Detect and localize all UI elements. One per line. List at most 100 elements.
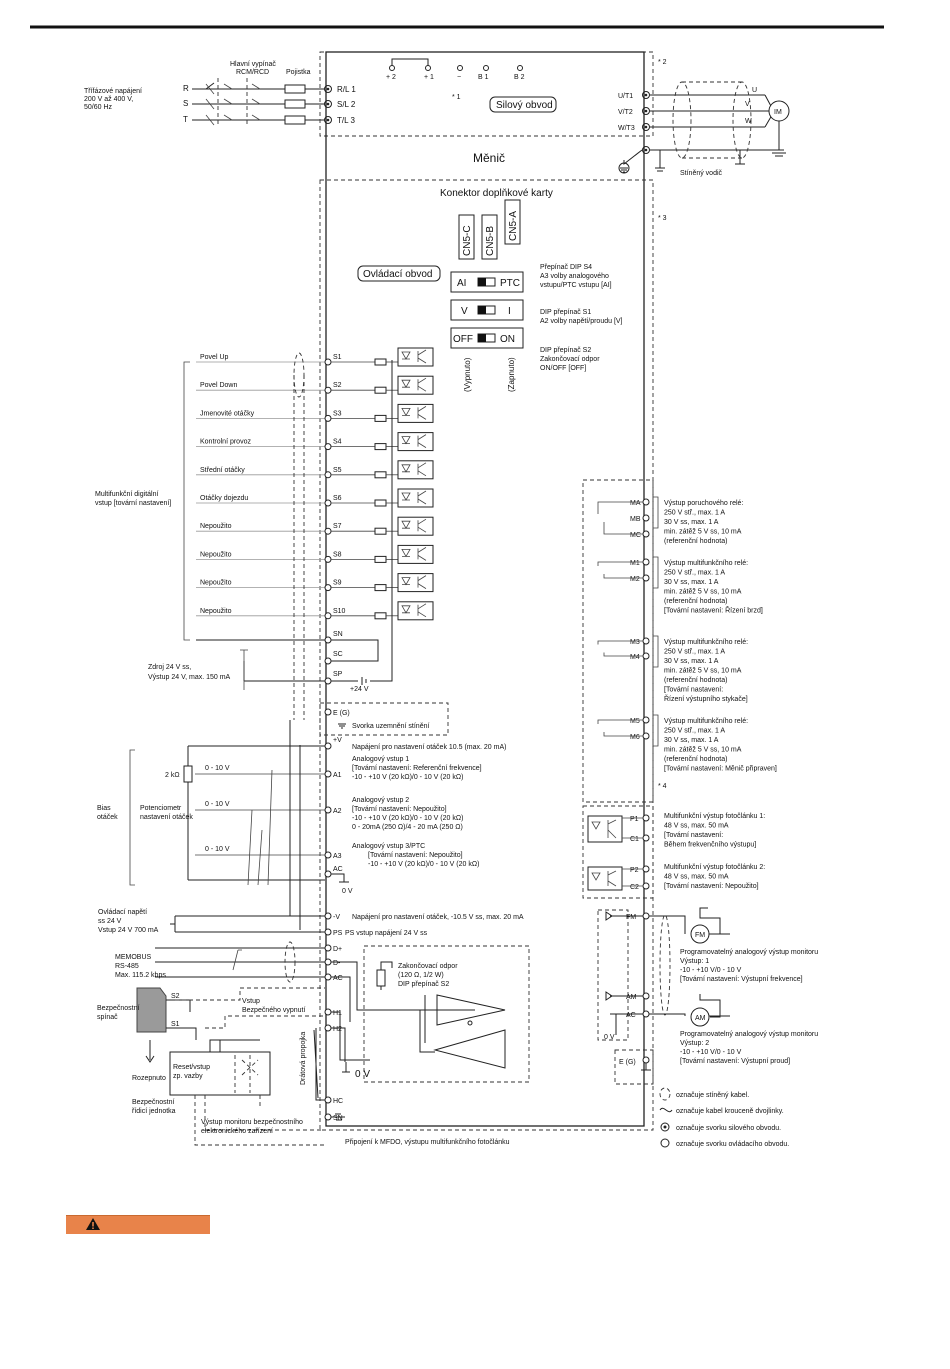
dip-s1-desc-2: A2 volby napětí/proudu [V] <box>540 318 623 325</box>
terminal-s5: S5 <box>333 467 342 474</box>
relay-1-line-4: min. zátěž 5 V ss, 10 mA <box>664 529 742 536</box>
am-line-3: -10 - +10 V/0 - 10 V <box>680 1049 742 1056</box>
safety-switch-icon <box>136 987 167 1033</box>
drive-title: Měnič <box>473 151 505 165</box>
bus-b1: B 1 <box>478 74 489 81</box>
a1-line-3: -10 - +10 V (20 kΩ)/0 - 10 V (20 kΩ) <box>352 774 463 781</box>
terminal-s10: S10 <box>333 608 346 615</box>
dip-s1-desc-1: DIP přepínač S1 <box>540 309 591 316</box>
legend-twisted-icon <box>659 1107 673 1113</box>
terminal-s1: S1 <box>333 354 342 361</box>
terminal-sl2: S/L 2 <box>337 100 356 109</box>
supply-label-3: 50/60 Hz <box>84 104 113 111</box>
relay-3-line-2: 250 V stř., max. 1 A <box>664 649 725 656</box>
relay-1-line-5: (referenční hodnota) <box>664 538 727 545</box>
digital-terminal-4 <box>324 443 332 451</box>
digital-terminal-10 <box>324 612 332 620</box>
svg-text:V: V <box>461 306 468 317</box>
meter-am: AM <box>695 1015 706 1022</box>
fuse-t <box>284 115 306 125</box>
relay-4-line-4: min. zátěž 5 V ss, 10 mA <box>664 747 742 754</box>
terminal-wt3: W/T3 <box>618 125 635 132</box>
digital-terminal-6 <box>324 499 332 507</box>
dip-on-label: (Zapnuto) <box>507 357 516 392</box>
digital-input-label-2: Povel Down <box>200 382 237 389</box>
control-circuit-label: Ovládací obvod <box>363 269 433 280</box>
analog-section: 2 kΩ 0 - 10 V 0 - 10 V 0 - 10 V <box>129 742 349 886</box>
legend-1: označuje stíněný kabel. <box>676 1092 749 1099</box>
svg-text:PTC: PTC <box>500 278 520 289</box>
memobus-label-2: RS-485 <box>115 963 139 970</box>
terminal-s2: S2 <box>333 382 342 389</box>
dip-switch-s2[interactable]: OFF ON <box>450 327 524 349</box>
fuse-s <box>284 99 306 109</box>
dip-switch-s1[interactable]: V I <box>450 299 524 321</box>
relay-3-line-7: Řízení výstupního stykače] <box>664 694 748 703</box>
cn5-a: CN5-A <box>508 211 519 241</box>
unit-label-2: řídicí jednotka <box>132 1108 176 1115</box>
terminal-s3: S3 <box>333 410 342 417</box>
meter-fm: FM <box>695 932 705 939</box>
relay-terminal-mc: MC <box>630 532 641 539</box>
digital-input-label-7: Nepoužito <box>200 523 232 530</box>
cn5-c: CN5-C <box>462 225 473 256</box>
photo-terminal-c1: C1 <box>630 836 639 843</box>
dip-s4-desc-3: vstupu/PTC vstupu [AI] <box>540 282 612 289</box>
am-line-1: Programovatelný analogový výstup monitor… <box>680 1031 818 1038</box>
relay-contact-icon <box>597 501 643 535</box>
terminal-ut1: U/T1 <box>618 93 633 100</box>
digital-group-label-2: vstup [tovární nastavení] <box>95 500 171 507</box>
monitor-section <box>597 907 730 1085</box>
option-connector-title: Konektor doplňkové karty <box>440 188 553 199</box>
dip-s2-desc-2: Zakončovací odpor <box>540 356 600 363</box>
dip-switch-s4[interactable]: AI PTC <box>450 271 524 293</box>
ctrl-supply-1: Ovládací napětí <box>98 909 147 916</box>
optocoupler-icon <box>397 432 434 452</box>
photo-1-line-2: 48 V ss, max. 50 mA <box>664 823 729 830</box>
terminal-a3: A3 <box>333 853 342 860</box>
resistor-label: 2 kΩ <box>165 772 180 779</box>
digital-input-label-10: Nepoužito <box>200 608 232 615</box>
control-circuit-label-box <box>357 265 441 282</box>
monitor-zero-v: 0 V <box>604 1034 615 1041</box>
terminal-fm: FM <box>626 914 636 921</box>
breaker-label-1: Hlavní vypínač <box>230 61 276 68</box>
relay-box <box>582 479 654 803</box>
a2-line-1: Analogový vstup 2 <box>352 797 409 804</box>
fuse-r <box>284 84 306 94</box>
shield-sleeve-left <box>672 81 692 159</box>
note-4: * 4 <box>658 783 667 790</box>
photo-terminal-p1: P1 <box>630 816 639 823</box>
supply24-label-1: Zdroj 24 V ss, <box>148 664 191 671</box>
terminal-ps: PS <box>333 930 343 937</box>
relay-terminal-m5: M5 <box>630 718 640 725</box>
terminal-s8: S8 <box>333 551 342 558</box>
shielded-cable-label: Stíněný vodič <box>680 170 723 177</box>
a2-line-2: [Tovární nastavení: Nepoužito] <box>352 806 447 813</box>
terminal-dminus: D- <box>333 960 341 967</box>
terminal-tl3: T/L 3 <box>337 116 355 125</box>
power-input-section: Třífázové napájení 200 V až 400 V, 50/60… <box>84 61 356 126</box>
dip-off-label: (Vypnuto) <box>463 357 472 392</box>
fm-line-2: Výstup: 1 <box>680 958 709 965</box>
a2-line-3: -10 - +10 V (20 kΩ)/0 - 10 V (20 kΩ) <box>352 815 463 822</box>
relay-terminal-m6: M6 <box>630 734 640 741</box>
reset-label-2: zp. vazby <box>173 1073 203 1080</box>
am-line-2: Výstup: 2 <box>680 1040 709 1047</box>
comm-section <box>155 941 530 1083</box>
comm-receiver-icon <box>433 1029 506 1069</box>
a3-line-1: Analogový vstup 3/PTC <box>352 843 425 850</box>
digital-input-label-4: Kontrolní provoz <box>200 439 251 446</box>
fm-line-4: [Tovární nastavení: Výstupní frekvence] <box>680 976 803 983</box>
optocoupler-icon <box>397 544 434 564</box>
breaker-label-2: RCM/RCD <box>236 69 269 76</box>
warning-icon <box>86 1218 100 1230</box>
jumper-label: Drátová propojka <box>300 1032 307 1085</box>
terminal-ac: AC <box>333 866 343 873</box>
optocoupler-icon <box>397 573 434 593</box>
supply-label-2: 200 V až 400 V, <box>84 96 133 103</box>
relay-terminal-m3: M3 <box>630 639 640 646</box>
